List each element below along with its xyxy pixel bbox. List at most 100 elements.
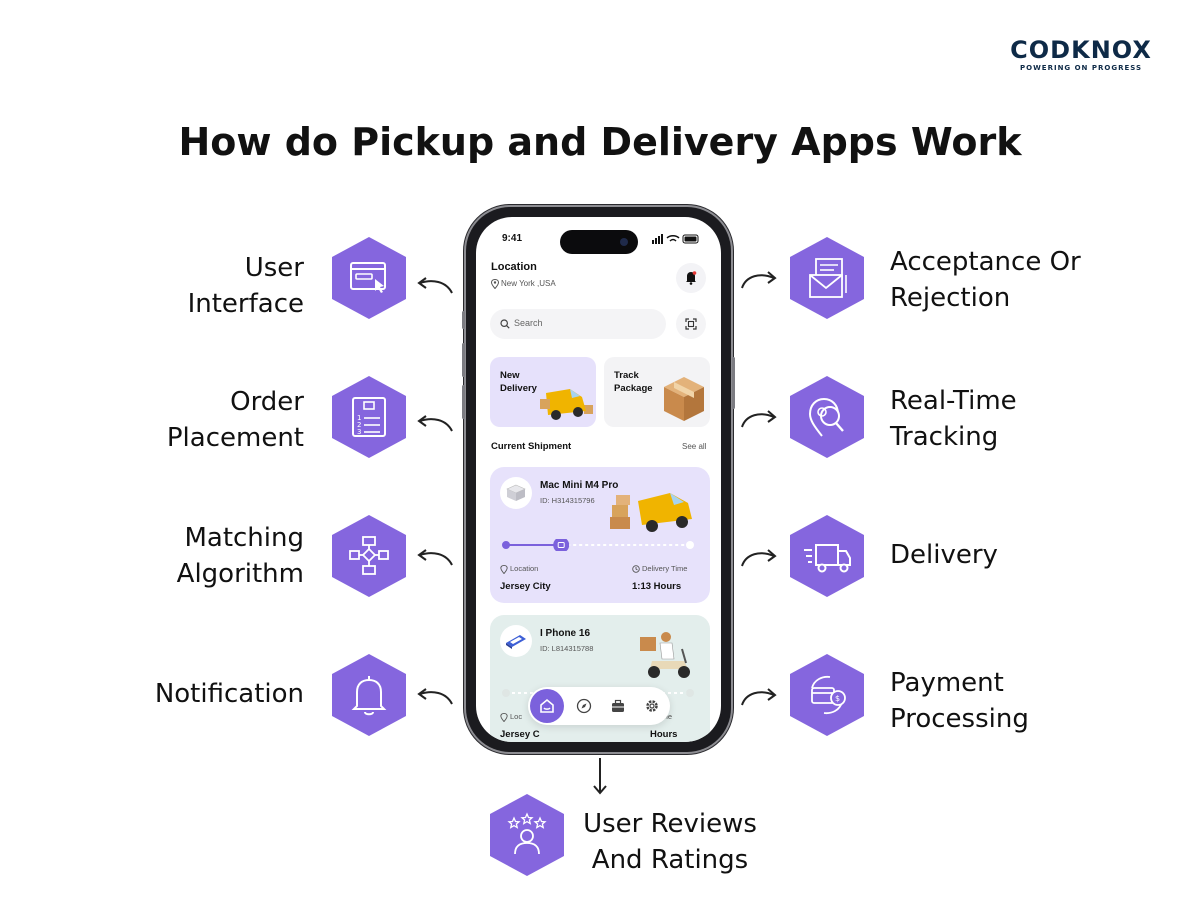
van-icon [610, 493, 692, 532]
user-interface-hex [326, 235, 412, 321]
phone-box-icon [506, 635, 526, 649]
status-icons [652, 234, 699, 244]
matching-algorithm-hex [326, 513, 412, 599]
settings-icon[interactable] [644, 698, 660, 714]
location-label: Loc [500, 712, 522, 722]
bell-icon [686, 271, 697, 285]
step-label-delivery: Delivery [890, 540, 998, 570]
delivery-hex [784, 513, 870, 599]
package-box-icon [664, 377, 704, 421]
rating-user-icon [490, 794, 564, 876]
mac-mini-icon [506, 484, 526, 501]
location-title: Location [491, 261, 537, 273]
dynamic-island [560, 230, 638, 254]
delivery-time-value: 1:13 Hours [632, 581, 682, 592]
payment-icon: $ [790, 654, 864, 736]
side-button [462, 311, 465, 329]
location-value[interactable]: New York ,USA [491, 279, 556, 289]
search-input[interactable]: Search [490, 309, 666, 339]
camera-icon [620, 238, 628, 246]
product-thumbnail [500, 625, 532, 657]
status-time: 9:41 [502, 233, 523, 244]
payment-hex: $ [784, 652, 870, 738]
see-all-link[interactable]: See all [682, 442, 707, 451]
arrow-left-1 [416, 275, 456, 299]
step-label-order-placement: Order Placement [166, 387, 304, 453]
scan-button[interactable] [676, 309, 706, 339]
pin-icon [491, 279, 499, 289]
phone-mockup: 9:41 Location New York ,USA Search [462, 207, 735, 752]
arrow-right-4 [738, 685, 778, 709]
notification-button[interactable] [676, 263, 706, 293]
map-search-icon [790, 376, 864, 458]
step-label-reviews: User Reviews And Ratings [583, 809, 757, 875]
tracking-hex [784, 374, 870, 460]
reviews-hex [484, 792, 570, 878]
page-title: How do Pickup and Delivery Apps Work [178, 120, 1022, 164]
volume-down-button [462, 385, 465, 419]
arrow-right-2 [738, 407, 778, 431]
search-placeholder: Search [514, 318, 543, 328]
envelope-icon [790, 237, 864, 319]
location-value: Jersey City [500, 581, 551, 592]
step-label-payment: Payment Processing [890, 668, 1029, 734]
location-value: Jersey C [500, 729, 540, 740]
svg-text:$: $ [835, 694, 840, 703]
power-button [732, 357, 735, 409]
truck-icon [790, 515, 864, 597]
brand-name: CODKNOX [1010, 36, 1152, 64]
pin-icon [500, 712, 508, 722]
product-thumbnail [500, 477, 532, 509]
scan-icon [685, 318, 697, 330]
notification-hex [326, 652, 412, 738]
step-label-user-interface: User Interface [187, 253, 304, 319]
order-list-icon: 1 2 3 [332, 376, 406, 458]
pin-icon [500, 564, 508, 574]
flowchart-icon [332, 515, 406, 597]
location-label: Location [500, 564, 538, 574]
order-placement-hex: 1 2 3 [326, 374, 412, 460]
acceptance-hex [784, 235, 870, 321]
product-name: Mac Mini M4 Pro [540, 480, 619, 491]
delivery-time-value: Hours [650, 729, 678, 740]
home-icon [540, 698, 554, 713]
step-label-matching-algorithm: Matching Algorithm [176, 523, 304, 589]
nav-home-button[interactable] [530, 689, 564, 723]
arrow-right-1 [738, 268, 778, 292]
product-id: ID: H314315796 [540, 496, 595, 505]
clock-icon [632, 565, 640, 573]
svg-text:2: 2 [357, 421, 361, 429]
product-id: ID: L814315788 [540, 644, 594, 653]
browser-cursor-icon [332, 237, 406, 319]
phone-screen: 9:41 Location New York ,USA Search [476, 217, 721, 742]
progress-track [502, 539, 694, 551]
arrow-right-3 [738, 546, 778, 570]
volume-up-button [462, 343, 465, 377]
arrow-left-3 [416, 547, 456, 571]
search-icon [500, 319, 510, 329]
delivery-time-label: Delivery Time [632, 564, 687, 573]
step-label-notification: Notification [154, 679, 304, 709]
van-icon [540, 389, 593, 420]
svg-text:3: 3 [357, 428, 361, 436]
arrow-down [592, 758, 608, 796]
svg-text:1: 1 [357, 414, 361, 422]
brand-logo: CODKNOX POWERING ON PROGRESS [996, 36, 1166, 76]
step-label-tracking: Real-Time Tracking [890, 386, 1017, 452]
brand-tagline: POWERING ON PROGRESS [1019, 64, 1143, 72]
compass-icon[interactable] [576, 698, 592, 714]
bell-icon [332, 654, 406, 736]
product-name: I Phone 16 [540, 628, 591, 639]
current-shipment-title: Current Shipment [491, 441, 572, 452]
step-label-acceptance: Acceptance Or Rejection [890, 247, 1081, 313]
shipment-card[interactable]: Mac Mini M4 Pro ID: H314315796 Location [490, 467, 710, 603]
arrow-left-4 [416, 686, 456, 710]
arrow-left-2 [416, 413, 456, 437]
scooter-rider-icon [640, 632, 690, 678]
briefcase-icon[interactable] [610, 698, 626, 714]
bottom-nav [528, 687, 670, 725]
